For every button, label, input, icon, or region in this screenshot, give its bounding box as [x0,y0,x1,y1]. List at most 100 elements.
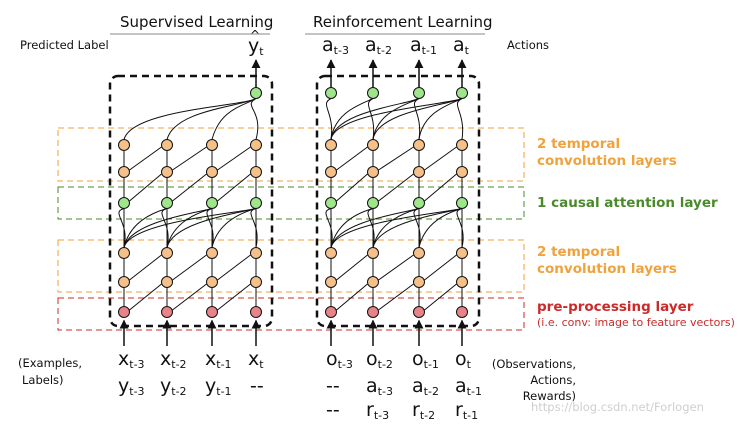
reinforcement-node [413,166,425,178]
observations-note: (Observations, Actions, Rewards) [491,357,576,403]
supervised-node [118,197,130,209]
supervised-node [118,139,130,151]
supervised-node [206,247,218,259]
edge-attention [250,208,258,248]
edge-attention [166,208,213,248]
reinforcement-node [367,166,379,178]
edge-attention [418,208,463,248]
supervised-node [161,247,173,259]
input-a: at-3 [366,375,393,398]
band-preprocessing [57,297,525,331]
input-a: -- [326,375,340,397]
supervised-node [250,166,262,178]
predicted-label-caption: Predicted Label [20,38,109,52]
input-x: xt [248,348,264,371]
action-output: at-2 [365,34,392,57]
reinforcement-node [367,276,379,288]
input-o: ot-3 [326,348,353,371]
edge-output [372,98,463,140]
reinforcement-node [456,306,468,318]
supervised-node [206,197,218,209]
reinforcement-node [367,139,379,151]
reinforcement-node [413,197,425,209]
temporal-conv-top-label: 2 temporal convolution layers [537,136,677,169]
action-output: at-3 [322,34,349,57]
edge-attention [211,208,257,248]
reinforcement-node [456,247,468,259]
edge-temporal [336,283,368,311]
input-x: xt-2 [160,348,187,371]
edge-temporal [424,254,457,281]
input-x: xt-1 [205,348,232,371]
edge-output [414,98,421,140]
examples-labels-note: (Examples, Labels) [18,356,83,387]
reinforcement-model-box [315,74,481,328]
reinforcement-node [367,306,379,318]
edge-temporal [217,283,251,311]
reinforcement-title: Reinforcement Learning [313,13,493,31]
edge-attention [372,208,463,248]
causal-attention-label: 1 causal attention layer [537,195,718,211]
supervised-node [250,197,262,209]
edge-temporal [172,173,207,202]
input-y: yt-2 [160,375,187,398]
edge-temporal [378,254,414,281]
supervised-node [161,306,173,318]
reinforcement-node [456,276,468,288]
reinforcement-node [325,197,337,209]
supervised-node [206,166,218,178]
edge-temporal [378,146,414,171]
edge-temporal [129,254,162,281]
supervised-node [206,276,218,288]
edge-temporal [129,173,162,202]
edge-temporal [336,173,368,202]
reinforcement-output-node [456,87,468,99]
edge-output [326,98,333,140]
edge-temporal [217,173,251,202]
band-temporal-conv-bottom [57,239,525,293]
edge-temporal [172,283,207,311]
edge-temporal [378,283,414,311]
reinforcement-output-node [325,87,337,99]
edge-temporal [336,254,368,281]
supervised-node [206,139,218,151]
input-o: ot-1 [412,348,439,371]
action-output: at-1 [410,34,437,57]
edge-attention [367,208,375,248]
input-a: at-2 [412,375,439,398]
edge-output [250,98,259,140]
supervised-node [118,166,130,178]
preprocessing-label: pre-processing layer [537,299,694,315]
input-r: rt-2 [412,399,436,422]
edge-temporal [217,254,251,281]
edge-output [330,98,374,140]
supervised-node [118,247,130,259]
edge-temporal [424,283,457,311]
supervised-node [206,306,218,318]
edge-temporal [172,254,207,281]
predicted-output: yt [248,29,264,57]
edge-attention [325,208,333,248]
input-r: rt-3 [366,399,390,422]
band-temporal-conv-top [57,127,525,182]
input-r: -- [326,399,340,421]
input-r: rt-1 [455,399,479,422]
input-y: yt-1 [205,375,232,398]
edge-attention [118,208,126,248]
temporal-conv-bottom-label: 2 temporal convolution layers [537,244,677,277]
reinforcement-node [367,247,379,259]
supervised-node [118,306,130,318]
reinforcement-node [456,139,468,151]
reinforcement-node [413,139,425,151]
supervised-model-box [108,74,274,328]
actions-caption: Actions [507,38,550,52]
reinforcement-node [325,276,337,288]
reinforcement-output-node [367,87,379,99]
edge-output [330,98,420,140]
reinforcement-node [456,197,468,209]
reinforcement-output-node [413,87,425,99]
reinforcement-node [325,247,337,259]
edge-temporal [336,146,368,171]
reinforcement-node [413,247,425,259]
